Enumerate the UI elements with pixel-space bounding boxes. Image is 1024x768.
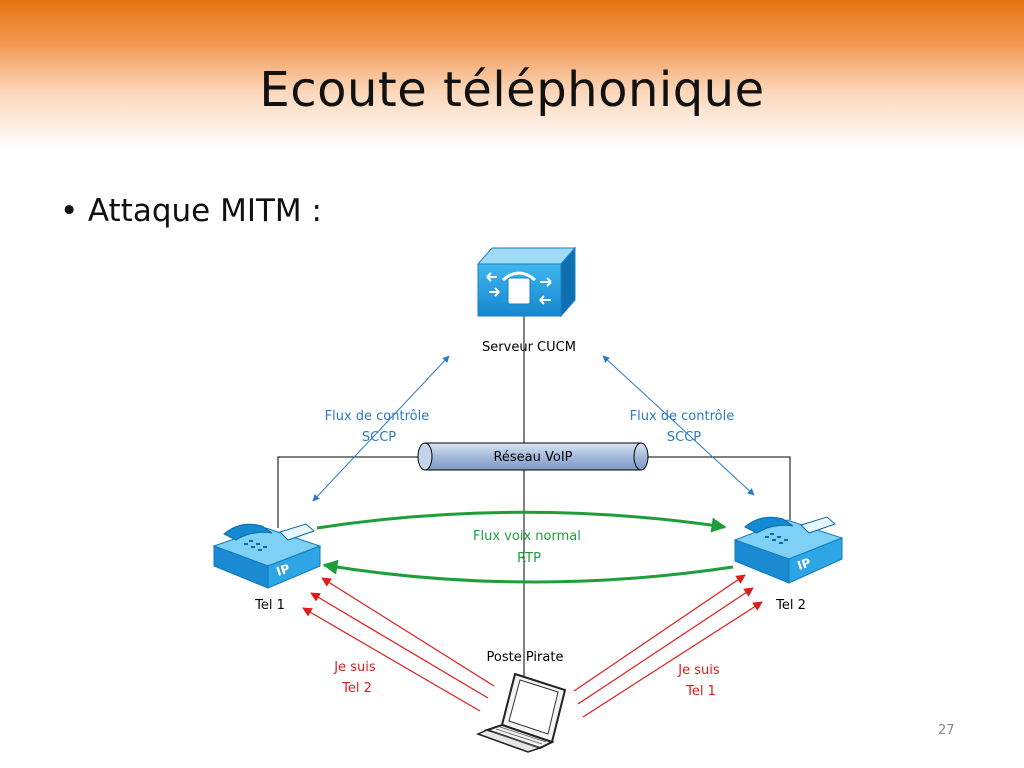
voice-flow-label: Flux voix normal RTP: [473, 529, 585, 566]
attacker-laptop-icon: [475, 672, 567, 753]
ip-phone-right-icon: IP: [733, 516, 844, 584]
ip-phone-left-icon: IP: [212, 523, 322, 589]
slide-number: 27: [938, 723, 955, 738]
control-flow-arrow-left: [312, 355, 450, 502]
voip-network-pipe: Réseau VoIP: [417, 442, 649, 471]
spoof-arrows-right: [573, 574, 763, 718]
voice-flow-arrow-forward: [316, 510, 727, 533]
phone-left-label: Tel 1: [254, 598, 285, 613]
slide-title: Ecoute téléphonique: [259, 62, 765, 118]
control-flow-label-right: Flux de contrôle SCCP: [630, 409, 739, 445]
spoof-arrows-left: [302, 577, 495, 712]
bullet-dot: •: [60, 193, 79, 229]
control-flow-label-left: Flux de contrôle SCCP: [325, 409, 434, 445]
control-flow-arrow-right: [602, 355, 755, 496]
network-links: [277, 315, 791, 680]
bullet-text: Attaque MITM :: [87, 193, 322, 229]
header-band: [0, 0, 1024, 150]
svg-text:IP: IP: [796, 555, 813, 572]
spoof-label-right: Je suis Tel 1: [677, 663, 724, 699]
voice-flow-arrow-back: [322, 559, 734, 584]
phone-right-label: Tel 2: [775, 598, 806, 613]
server-label: Serveur CUCM: [482, 340, 576, 355]
network-label: Réseau VoIP: [493, 450, 572, 465]
bullet-item: • Attaque MITM :: [60, 193, 322, 229]
cucm-server-icon: [476, 246, 577, 318]
attacker-label: Poste Pirate: [487, 650, 564, 665]
svg-text:IP: IP: [275, 561, 292, 578]
spoof-label-left: Je suis Tel 2: [333, 660, 380, 696]
